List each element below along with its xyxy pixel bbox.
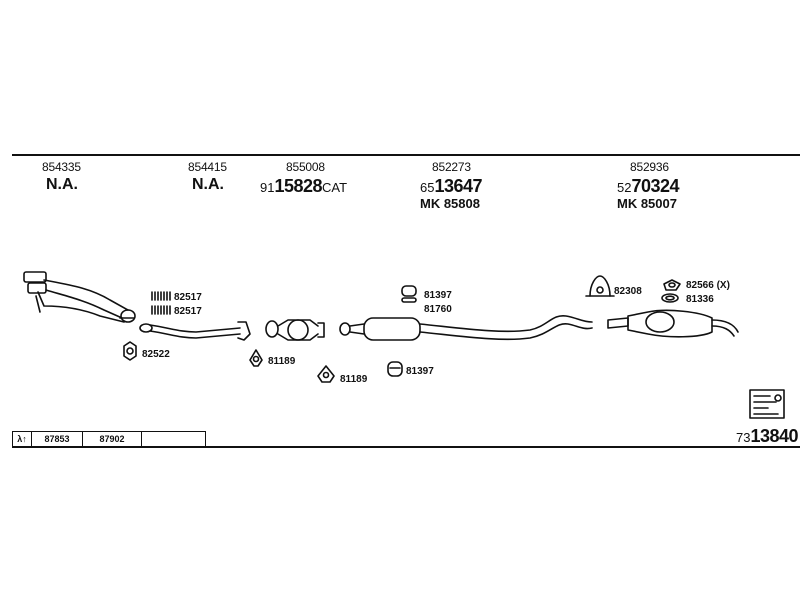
triangle-gasket-icon-2 <box>317 365 335 383</box>
label-82517-b: 82517 <box>174 306 202 317</box>
catalog-code-852936: 5270324 <box>617 176 680 197</box>
catalogue-symbol-icon <box>749 389 785 419</box>
label-82308: 82308 <box>614 286 642 297</box>
part-number-854415: 854415 <box>188 160 227 174</box>
code-prefix: 52 <box>617 180 632 195</box>
reference-empty <box>142 432 205 446</box>
seal-ring-icon <box>661 293 679 303</box>
rubber-mount-icon-1 <box>401 285 417 303</box>
label-81189-a: 81189 <box>268 356 296 367</box>
code-prefix: 91 <box>260 180 275 195</box>
catalog-code-855008: 9115828CAT <box>260 176 347 197</box>
label-81397-b: 81397 <box>406 366 434 377</box>
code-main: 13647 <box>434 176 483 196</box>
part-number-852936: 852936 <box>630 160 669 174</box>
label-82566: 82566 (X) <box>686 280 730 291</box>
mk-number-852273: MK 85808 <box>420 196 480 211</box>
label-81189-b: 81189 <box>340 374 368 385</box>
status-na-1: N.A. <box>46 176 78 193</box>
code-main: 70324 <box>631 176 680 196</box>
bottom-rule <box>12 446 800 448</box>
reference-strip: λ↑ 87853 87902 <box>12 431 206 447</box>
triangle-gasket-icon-1 <box>249 349 263 367</box>
gasket-ring-icon <box>123 341 137 361</box>
label-82522: 82522 <box>142 349 170 360</box>
label-81336: 81336 <box>686 294 714 305</box>
reference-87853: 87853 <box>32 432 83 446</box>
centre-pipe-drawing <box>339 315 593 341</box>
reference-87902: 87902 <box>83 432 142 446</box>
diagram-number-main: 13840 <box>750 426 798 446</box>
status-na-2: N.A. <box>192 176 224 193</box>
diagram-number: 7313840 <box>735 426 799 447</box>
code-main: 15828 <box>274 176 323 196</box>
code-prefix: 65 <box>420 180 435 195</box>
label-82517-a: 82517 <box>174 292 202 303</box>
rubber-mount-icon-2 <box>387 361 403 377</box>
label-81397-a: 81397 <box>424 290 452 301</box>
hanger-icon <box>585 275 615 297</box>
label-81760: 81760 <box>424 304 452 315</box>
clamp-spring-icons <box>151 291 171 315</box>
mk-number-852936: MK 85007 <box>617 196 677 211</box>
rear-silencer-drawing <box>607 309 739 338</box>
part-number-855008: 855008 <box>286 160 325 174</box>
code-suffix: CAT <box>322 180 348 195</box>
top-rule <box>12 154 800 156</box>
catalytic-converter-drawing <box>265 319 325 341</box>
part-number-852273: 852273 <box>432 160 471 174</box>
mounting-kit-icon <box>663 279 681 291</box>
intermediate-pipe-drawing <box>139 321 251 341</box>
part-number-854335: 854335 <box>42 160 81 174</box>
lambda-symbol: λ↑ <box>13 432 32 446</box>
front-pipe-drawing <box>23 271 136 323</box>
catalog-code-852273: 6513647 <box>420 176 483 197</box>
diagram-number-prefix: 73 <box>735 430 751 445</box>
